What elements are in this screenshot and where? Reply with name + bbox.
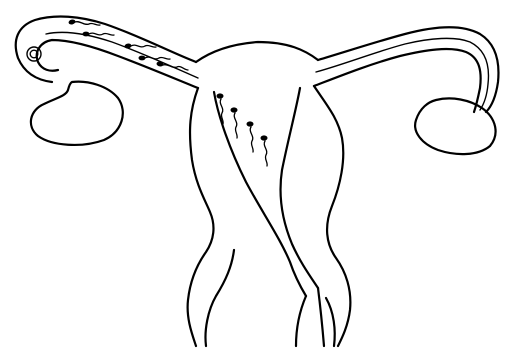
sperm-cell <box>261 135 268 166</box>
sperm-cell <box>124 43 156 49</box>
vagina-right-wall <box>326 298 335 346</box>
sperm-cell <box>139 56 171 61</box>
left-fallopian-tube-outer-wall <box>16 17 196 82</box>
sperm-cell <box>156 61 188 70</box>
sperm-cell <box>231 107 238 138</box>
right-fallopian-tube-outer-wall <box>318 27 498 112</box>
ovum-outer <box>27 47 41 61</box>
left-ovary <box>31 82 123 145</box>
uterus-left-outer-wall <box>188 88 214 346</box>
cervix-right-wall <box>318 288 324 346</box>
cervix-left-wall <box>296 296 306 346</box>
vagina-left-wall <box>205 250 234 346</box>
left-fallopian-tube-lower-wall <box>37 40 198 88</box>
right-ovary <box>415 98 495 154</box>
uterus-right-inner-wall <box>280 88 318 288</box>
sperm-cell <box>247 121 254 152</box>
right-fallopian-tube-lower-wall <box>314 49 481 112</box>
uterus-fundus-outline <box>196 42 318 62</box>
left-fallopian-tube-lumen <box>46 32 198 78</box>
sperm-cells <box>68 19 268 166</box>
sperm-cell <box>83 32 115 37</box>
